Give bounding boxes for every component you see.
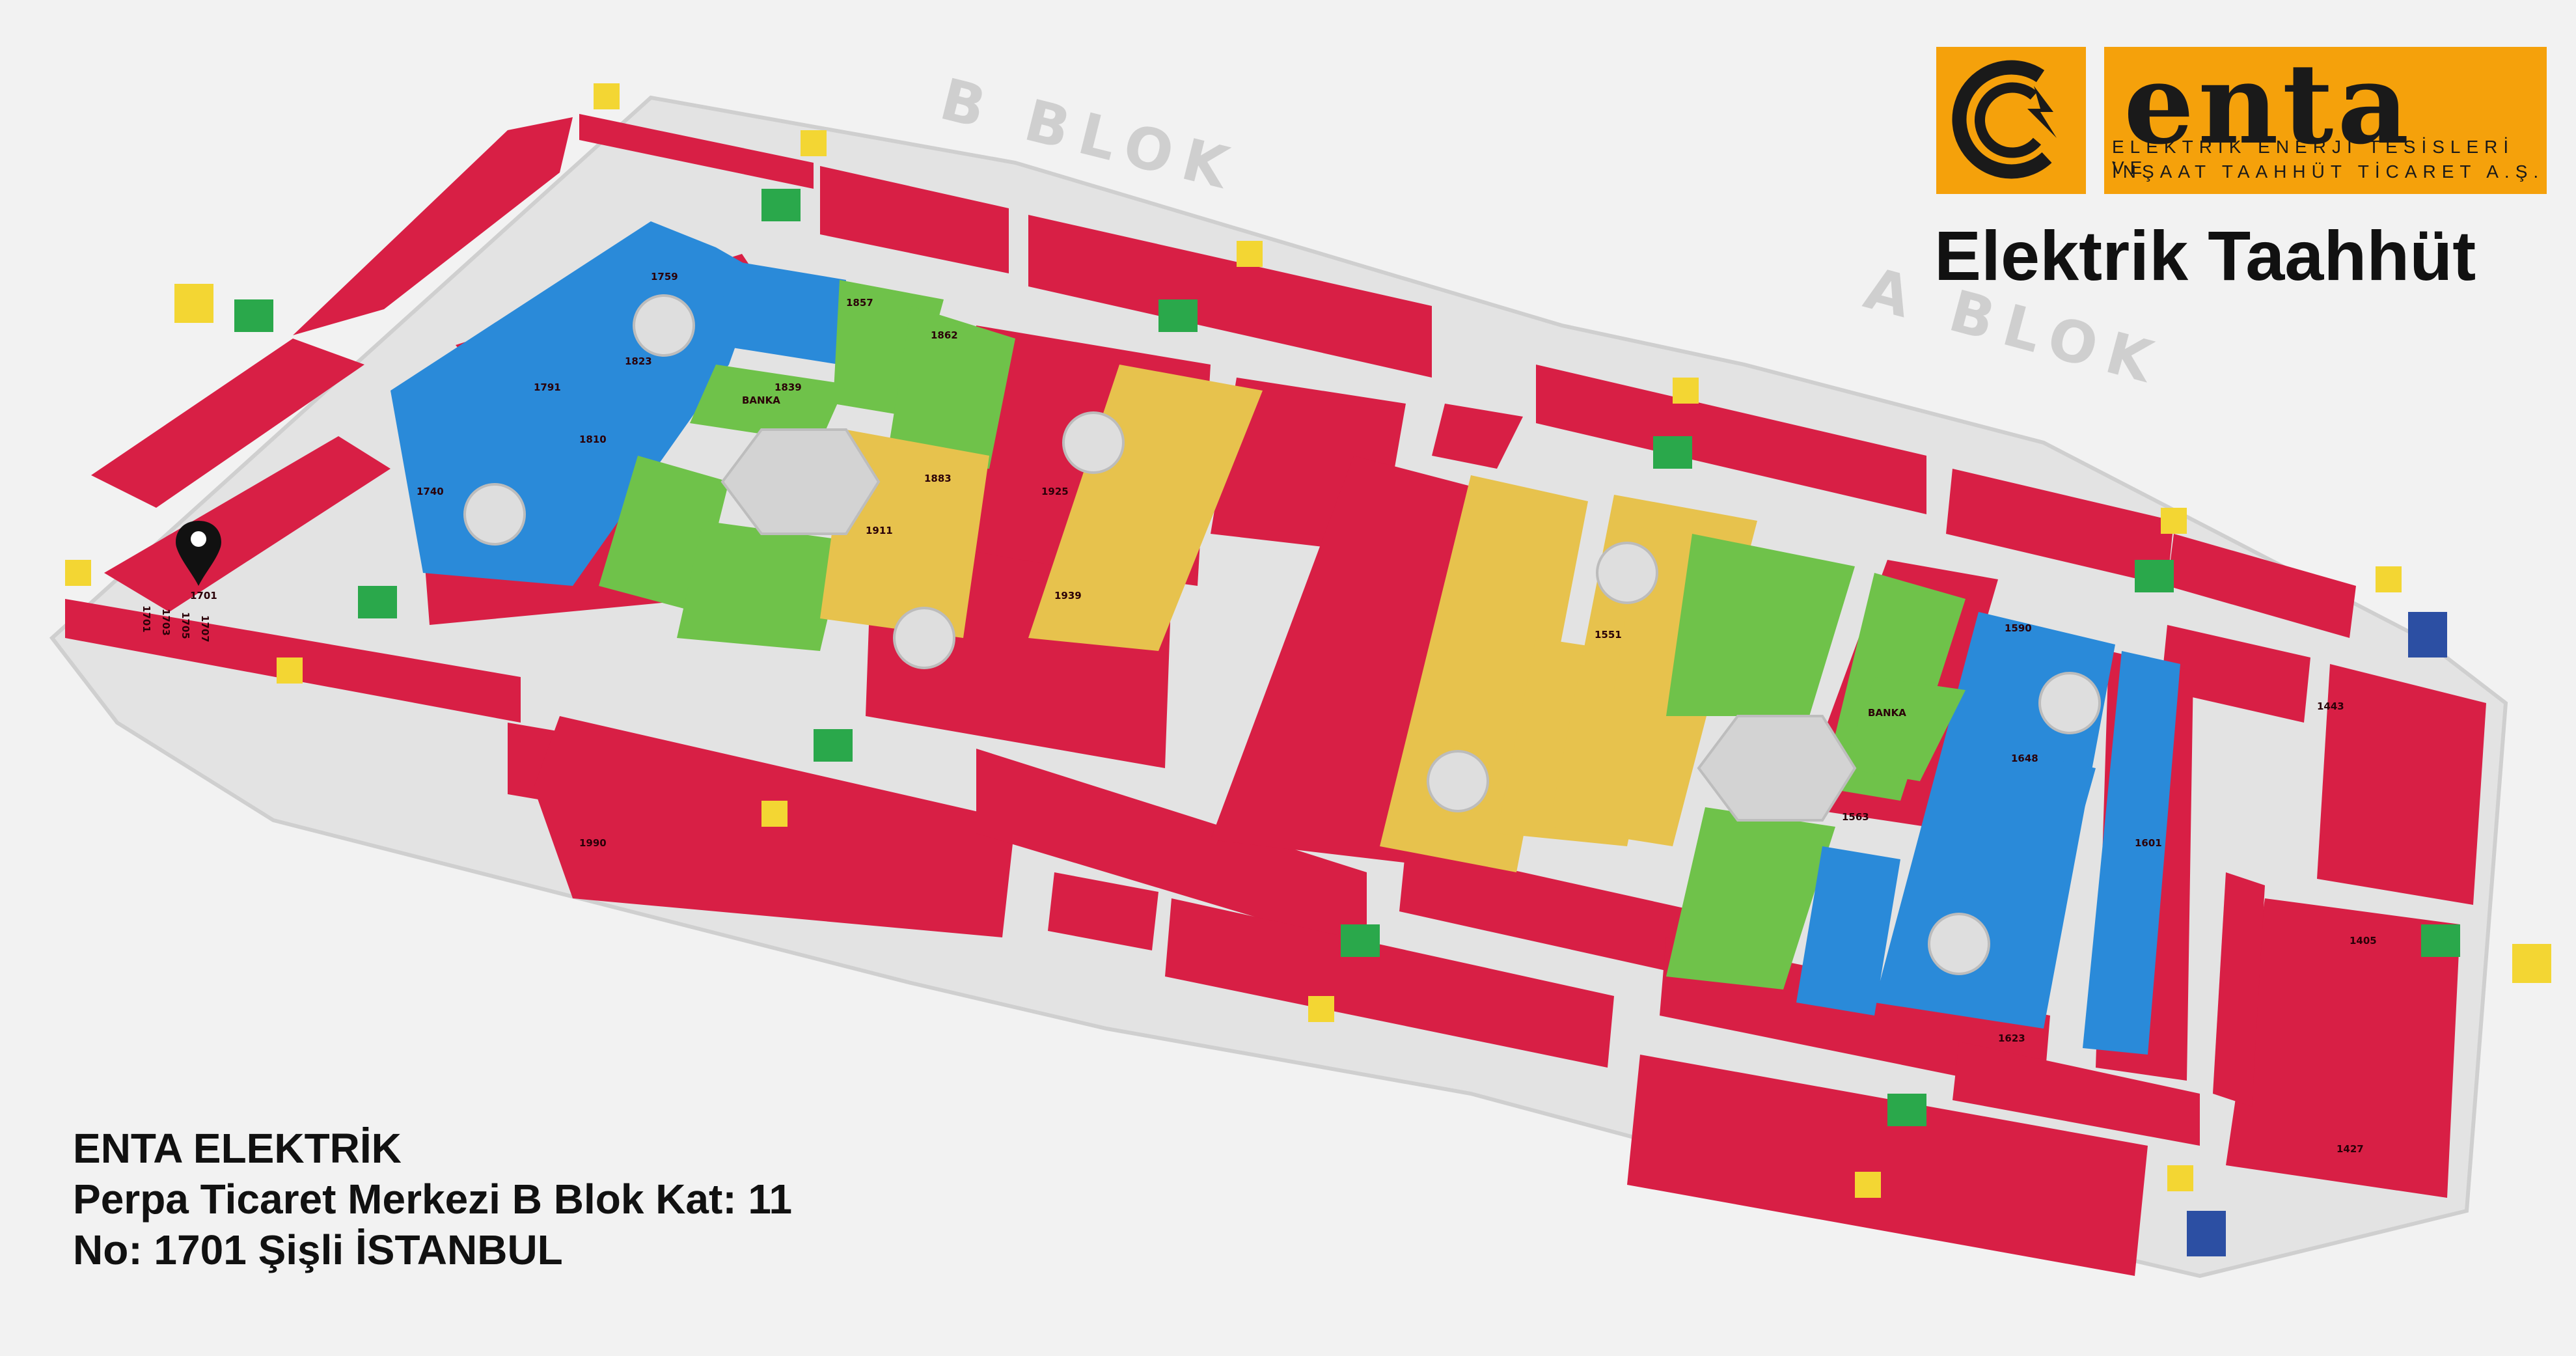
shop-label: 1590	[2005, 622, 2032, 634]
shop-label: 1791	[534, 381, 561, 393]
parking-signs	[174, 284, 2551, 983]
wc-icon	[2408, 612, 2447, 657]
escalator-19-icon	[1062, 411, 1125, 474]
escalator-20-icon	[633, 294, 695, 357]
escalator-18-icon	[1596, 542, 1658, 604]
shop-label: 1705	[180, 612, 191, 639]
logo-tagline-1: ELEKTRİK ENERJİ TESİSLERİ VE	[2112, 137, 2515, 178]
shop-label: 1701	[141, 605, 152, 633]
elevator-5-icon	[801, 130, 827, 156]
bank-areas: BANKA BANKA	[690, 365, 1966, 781]
elevator-6-icon	[1237, 241, 1263, 267]
bank-label-b: BANKA	[742, 394, 780, 406]
logo-c-emblem-icon	[1952, 60, 2057, 179]
shop-label: 1648	[2011, 753, 2038, 764]
slogan: Elektrik Taahhüt	[1934, 216, 2476, 295]
logo-tagline-2: İNŞAAT TAAHHÜT TİCARET A.Ş.	[2112, 161, 2545, 182]
shop-label: 1925	[1041, 486, 1069, 497]
marker-shop-label: 1701	[190, 590, 217, 602]
shop-label: 1405	[2350, 935, 2377, 947]
elevator-11-icon	[1855, 1172, 1881, 1198]
exit-icon	[1887, 1094, 1926, 1126]
address-block: ENTA ELEKTRİK Perpa Ticaret Merkezi B Bl…	[73, 1123, 792, 1275]
exit-icon	[761, 189, 801, 221]
exit-icon	[358, 586, 397, 618]
exit-icon	[234, 299, 273, 332]
shop-label: 1551	[1595, 629, 1622, 641]
car-icon	[2512, 944, 2551, 983]
elevator-1-icon	[761, 801, 788, 827]
logo-emblem-icon	[1936, 47, 2086, 194]
shop-label: 1839	[774, 381, 802, 393]
address-line-2: No: 1701 Şişli İSTANBUL	[73, 1226, 563, 1273]
elevator-12-icon	[1308, 996, 1334, 1022]
shop-label: 1623	[1998, 1032, 2025, 1044]
shop-label: 1857	[846, 297, 873, 309]
shop-label: 1759	[651, 271, 678, 283]
shop-label: 1883	[924, 473, 952, 484]
exit-icon	[1341, 924, 1380, 957]
escalator-17-icon	[2038, 672, 2101, 734]
car-icon	[174, 284, 213, 323]
elevator-10-icon	[2167, 1165, 2193, 1191]
logo-brand-name: enta	[2124, 39, 2413, 169]
shop-label: 1703	[160, 609, 172, 636]
shop-label: 1707	[199, 615, 211, 643]
wc-signs	[2187, 612, 2447, 1256]
exit-icon	[2135, 560, 2174, 592]
b-block-green-shops	[599, 280, 1015, 651]
shop-labels: 1701 1703 1705 1707 1740 1759 1791 1810 …	[141, 271, 2377, 1155]
shop-label: 1823	[625, 355, 652, 367]
exit-icon	[1158, 299, 1198, 332]
address-line-1: Perpa Ticaret Merkezi B Blok Kat: 11	[73, 1176, 793, 1223]
elevator-8-icon	[2161, 508, 2187, 534]
bank-label-a: BANKA	[1868, 707, 1906, 719]
exit-icon	[814, 729, 853, 762]
elevator-7-icon	[1673, 378, 1699, 404]
elevator-9-icon	[2376, 566, 2402, 592]
elevator-3-icon	[65, 560, 91, 586]
shop-label: 1740	[417, 486, 444, 497]
shop-label: 1911	[866, 525, 893, 536]
elevator-signs	[65, 83, 2402, 1198]
elevator-2-icon	[277, 657, 303, 684]
exit-icon	[1653, 436, 1692, 469]
escalator-16-icon	[1928, 913, 1990, 975]
logo-name-box: enta ELEKTRİK ENERJİ TESİSLERİ VE İNŞAAT…	[2104, 39, 2547, 194]
brand-logo: enta ELEKTRİK ENERJİ TESİSLERİ VE İNŞAAT…	[1936, 39, 2561, 203]
company-name: ENTA ELEKTRİK	[73, 1125, 402, 1172]
shop-label: 1563	[1842, 811, 1869, 823]
shop-label: 1427	[2336, 1143, 2364, 1155]
atriums	[720, 428, 1857, 822]
elevator-4-icon	[594, 83, 620, 109]
escalator-15-icon	[1427, 750, 1489, 812]
escalator-13-icon	[463, 483, 526, 546]
shop-label: 1443	[2317, 700, 2344, 712]
shop-label: 1601	[2135, 837, 2162, 849]
shop-label: 1939	[1054, 590, 1082, 602]
shop-label: 1862	[931, 329, 958, 341]
shop-label: 1810	[579, 434, 607, 445]
exit-icon	[2421, 924, 2460, 957]
escalator-14-icon	[893, 607, 955, 669]
wc-icon	[2187, 1211, 2226, 1256]
location-pin-icon	[176, 521, 221, 586]
escalators	[463, 294, 2101, 975]
a-block-green-shops	[1666, 534, 1966, 989]
exit-signs	[234, 189, 2460, 1126]
shop-label: 1990	[579, 837, 607, 849]
